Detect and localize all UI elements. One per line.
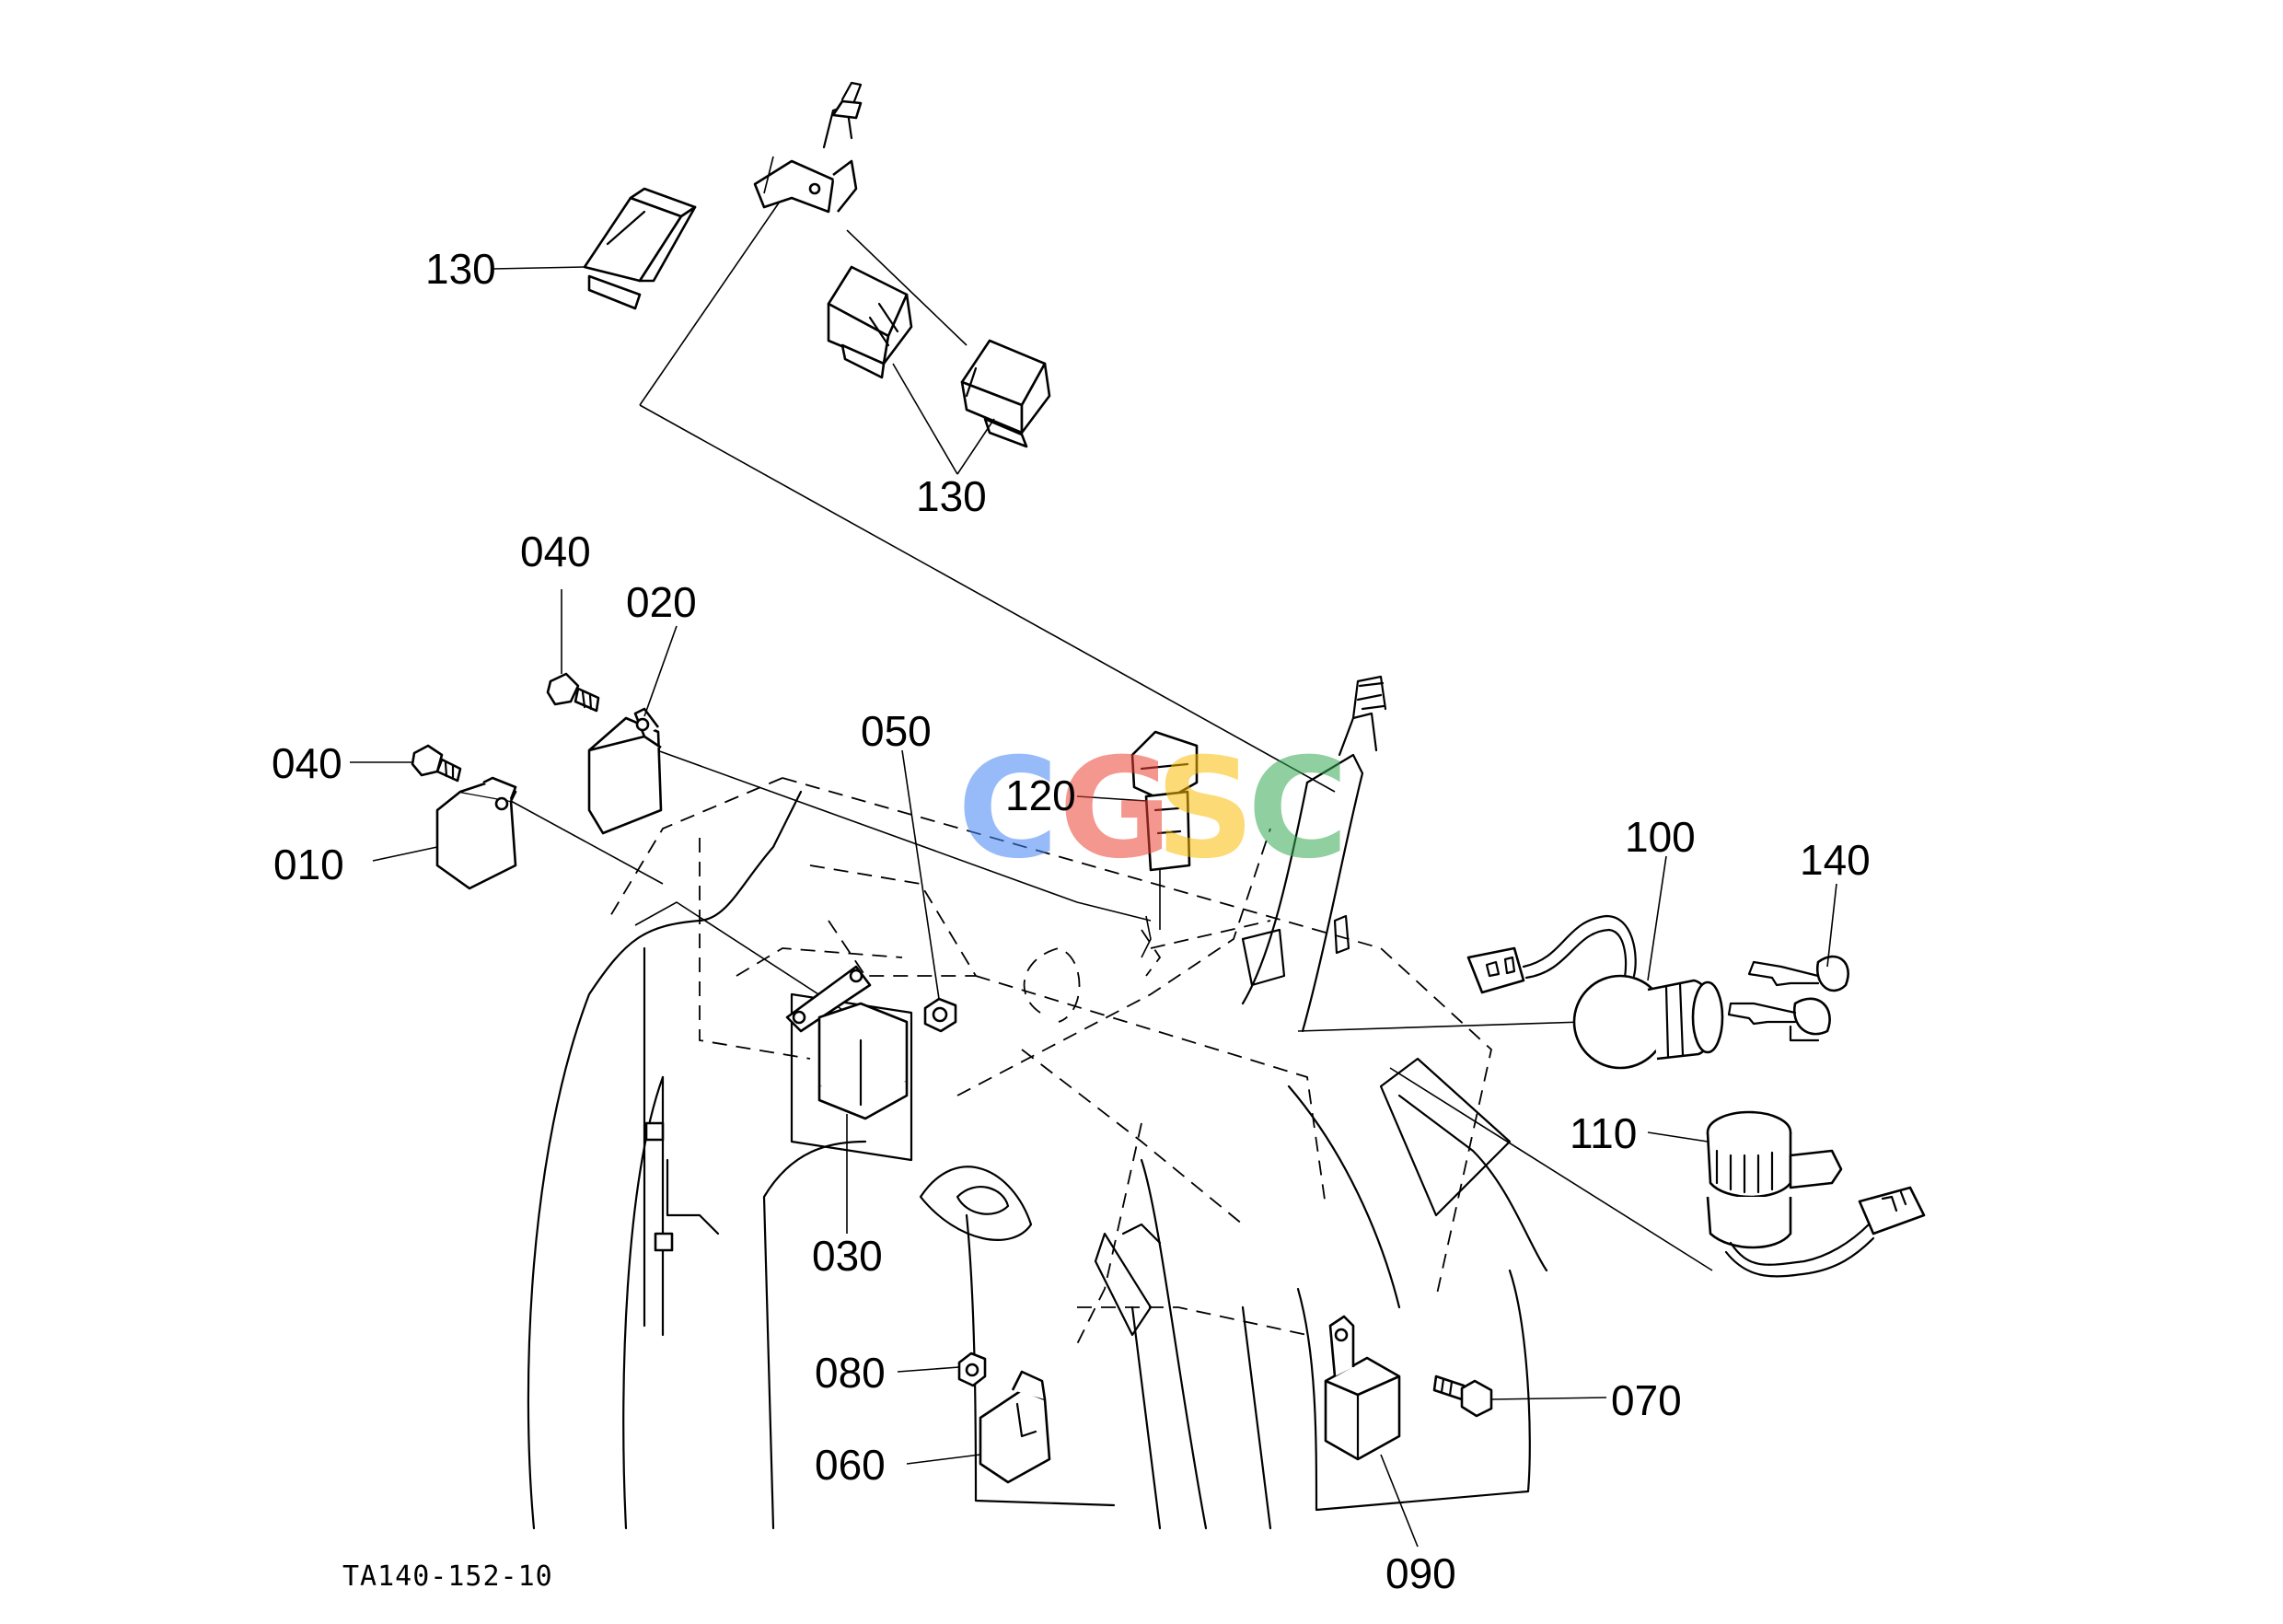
- switch-120: [1130, 730, 1199, 930]
- callout-070: 070: [1611, 1376, 1682, 1424]
- bolt-040-upper: [546, 672, 600, 713]
- drawing-code: TA140-152-10: [342, 1560, 553, 1593]
- hidden-outlines: [607, 777, 1492, 1345]
- callout-130-bottom: 130: [916, 472, 987, 520]
- leader-lines: [510, 183, 1713, 1271]
- callout-020: 020: [626, 578, 697, 626]
- watermark-letter-4: C: [1247, 729, 1349, 889]
- bolt-040-lower: [411, 744, 462, 783]
- callout-labels: 130 130 040 020 040 010 050 120 100 140 …: [272, 245, 1871, 1597]
- leader-140: [1826, 883, 1837, 968]
- switch-110: [1706, 1110, 1926, 1278]
- callout-140: 140: [1800, 836, 1871, 884]
- relay-130-mid: [827, 265, 913, 379]
- relay-020: [587, 707, 663, 835]
- relay-030: [785, 965, 909, 1120]
- callout-120: 120: [1005, 771, 1076, 819]
- callout-040-lower: 040: [272, 739, 342, 787]
- watermark-letter-3: S: [1155, 729, 1255, 889]
- leader-090: [1380, 1454, 1419, 1548]
- watermark: C G S C: [957, 729, 1349, 889]
- callout-110: 110: [1570, 1109, 1637, 1157]
- nut-050: [923, 997, 957, 1033]
- callout-030: 030: [812, 1232, 883, 1280]
- leader-060: [906, 1454, 981, 1465]
- dashboard-panel: [527, 790, 1548, 1530]
- watermark-letter-1: C: [957, 729, 1059, 889]
- callout-010: 010: [273, 841, 344, 888]
- leader-010: [372, 846, 438, 862]
- leader-130-a: [492, 266, 585, 270]
- watermark-letter-2: G: [1059, 729, 1172, 889]
- callout-040-upper: 040: [520, 528, 591, 575]
- nut-080: [957, 1351, 987, 1387]
- callout-100: 100: [1625, 813, 1696, 861]
- callout-090: 090: [1385, 1549, 1456, 1597]
- leader-110: [1647, 1131, 1709, 1143]
- relay-130-left: [583, 187, 697, 310]
- leader-050: [901, 749, 940, 1000]
- leader-080: [897, 1366, 960, 1373]
- leader-020: [643, 625, 678, 717]
- relay-060: [979, 1370, 1051, 1484]
- mount-bracket-130: [753, 81, 863, 214]
- leader-070: [1490, 1397, 1607, 1400]
- callout-130-left: 130: [425, 245, 496, 293]
- callout-060: 060: [815, 1441, 886, 1489]
- relay-130-right: [960, 339, 1051, 448]
- key-switch-100: [1466, 914, 1724, 1070]
- callout-080: 080: [815, 1349, 886, 1397]
- relay-010: [435, 776, 517, 890]
- leader-100: [1647, 855, 1667, 981]
- keys-140: [1727, 955, 1849, 1042]
- relay-090: [1324, 1315, 1401, 1461]
- callout-050: 050: [861, 707, 932, 755]
- steering-column: [1241, 675, 1387, 1033]
- bolt-070: [1432, 1375, 1493, 1418]
- leader-130-b: [892, 363, 995, 475]
- leader-120: [1076, 795, 1147, 802]
